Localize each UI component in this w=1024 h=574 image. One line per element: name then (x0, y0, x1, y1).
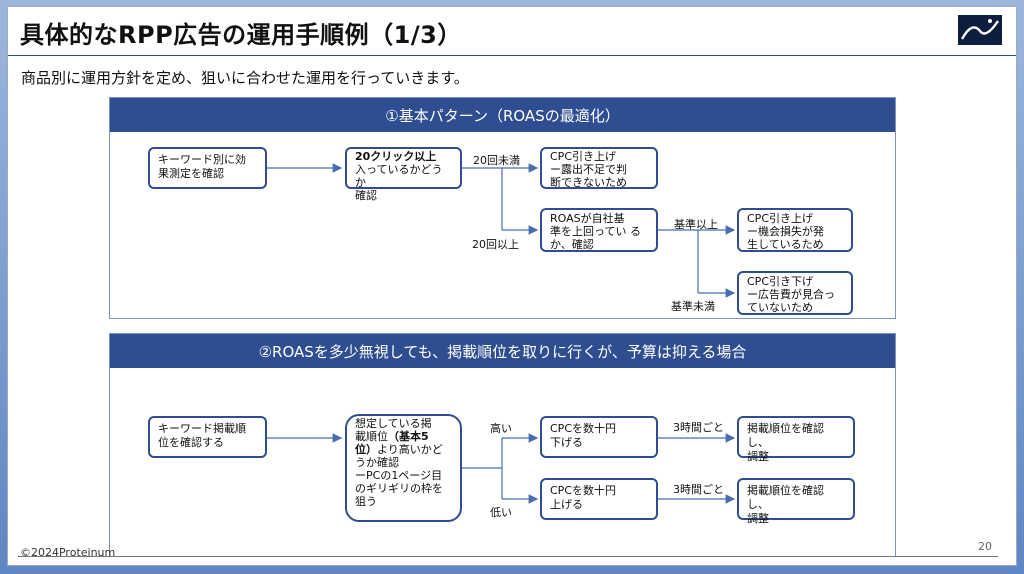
text-line: 掲載順位を確認し、 (747, 484, 824, 511)
label-every-3h-1: 3時間ごと (673, 421, 724, 434)
label-below-standard: 基準未満 (671, 300, 715, 313)
bold-text: 位） (355, 443, 377, 456)
text-line: のギリギリの枠を (355, 482, 443, 495)
copyright: ©2024Proteinum (20, 546, 116, 559)
label-every-3h-2: 3時間ごと (673, 483, 724, 496)
box-click-check: 20クリック以上 入っているかどうか 確認 (345, 147, 462, 202)
text-line: 調整 (747, 450, 769, 463)
text-line: 果測定を確認 (158, 167, 224, 180)
text-line: ー機会損失が発 (747, 225, 824, 238)
brand-logo (958, 15, 1002, 45)
label-low: 低い (490, 506, 512, 519)
text-line: CPC引き下げ (747, 275, 813, 288)
page-number: 20 (978, 540, 992, 553)
text-line: か、確認 (550, 238, 594, 251)
page-title: 具体的なRPP広告の運用手順例（1/3） (20, 21, 462, 49)
box-cpc-raise-opportunity: CPC引き上げ ー機会損失が発 生しているため (737, 208, 853, 252)
box-recheck-rank-1: 掲載順位を確認し、 調整 (737, 416, 855, 463)
text-line: うか確認 (355, 456, 399, 469)
text-line: 断できないため (550, 176, 627, 189)
text-line: より高いかど (377, 443, 443, 456)
text-line: 入っているかどうか (355, 163, 443, 189)
text-line: 狙う (355, 495, 377, 508)
text-line: CPC引き上げ (747, 212, 813, 225)
box-rank-check: キーワード掲載順 位を確認する (148, 416, 267, 458)
text-line: ーPCの1ページ目 (355, 469, 443, 482)
text-line: ー広告費が見合っ (747, 288, 835, 301)
text-line: CPCを数十円 (550, 422, 616, 435)
text-line: キーワード掲載順 (158, 422, 246, 435)
text-line: 載順位 (355, 430, 388, 443)
box-cpc-raise-exposure: CPC引き上げ ー露出不足で判 断できないため (540, 147, 658, 189)
text-line: ていないため (747, 301, 813, 314)
box-assumed-rank: 想定している掲 載順位（基本5 位）より高いかど うか確認 ーPCの1ページ目 … (345, 414, 462, 522)
label-above-standard: 基準以上 (674, 218, 718, 231)
slide: 具体的なRPP広告の運用手順例（1/3） 商品別に運用方針を定め、狙いに合わせた… (7, 6, 1017, 566)
panel-rank-header: ②ROASを多少無視しても、掲載順位を取りに行くが、予算は抑える場合 (110, 334, 895, 368)
text-line: CPC引き上げ (550, 150, 616, 163)
box-cpc-raise-yen: CPCを数十円 上げる (540, 478, 658, 520)
text-line: 下げる (550, 436, 583, 449)
text-line: 位を確認する (158, 436, 224, 449)
panel-basic-pattern: ①基本パターン（ROASの最適化） キーワード別に効 果測定を確認 20クリック… (109, 97, 896, 319)
text-line: 調整 (747, 512, 769, 525)
panel-basic-header: ①基本パターン（ROASの最適化） (110, 98, 895, 132)
bold-text: 20クリック以上 (355, 150, 437, 163)
box-cpc-lower-yen: CPCを数十円 下げる (540, 416, 658, 458)
box-keyword-effect: キーワード別に効 果測定を確認 (148, 147, 267, 189)
footer-rule (18, 556, 998, 557)
box-roas-check: ROASが自社基 準を上回ってい る か、確認 (540, 208, 658, 252)
label-high: 高い (490, 422, 512, 435)
text-line: ROASが自社基 (550, 212, 625, 225)
bold-text: （基本5 (388, 430, 429, 443)
text-line: ー露出不足で判 (550, 163, 627, 176)
box-recheck-rank-2: 掲載順位を確認し、 調整 (737, 478, 855, 525)
subtitle: 商品別に運用方針を定め、狙いに合わせた運用を行っていきます。 (21, 69, 469, 87)
text-line: 生しているため (747, 238, 824, 251)
text-line: 想定している掲 (355, 417, 432, 430)
label-over-20: 20回以上 (472, 238, 519, 251)
text-line: キーワード別に効 (158, 153, 246, 166)
box-cpc-lower: CPC引き下げ ー広告費が見合っ ていないため (737, 271, 853, 315)
text-line: 確認 (355, 189, 377, 202)
text-line: 掲載順位を確認し、 (747, 422, 824, 449)
title-rule (8, 55, 1016, 56)
text-line: 上げる (550, 498, 583, 511)
label-under-20: 20回未満 (473, 154, 520, 167)
text-line: 準を上回ってい る (550, 225, 641, 238)
panel-rank-priority: ②ROASを多少無視しても、掲載順位を取りに行くが、予算は抑える場合 キーワード… (109, 333, 896, 557)
text-line: CPCを数十円 (550, 484, 616, 497)
